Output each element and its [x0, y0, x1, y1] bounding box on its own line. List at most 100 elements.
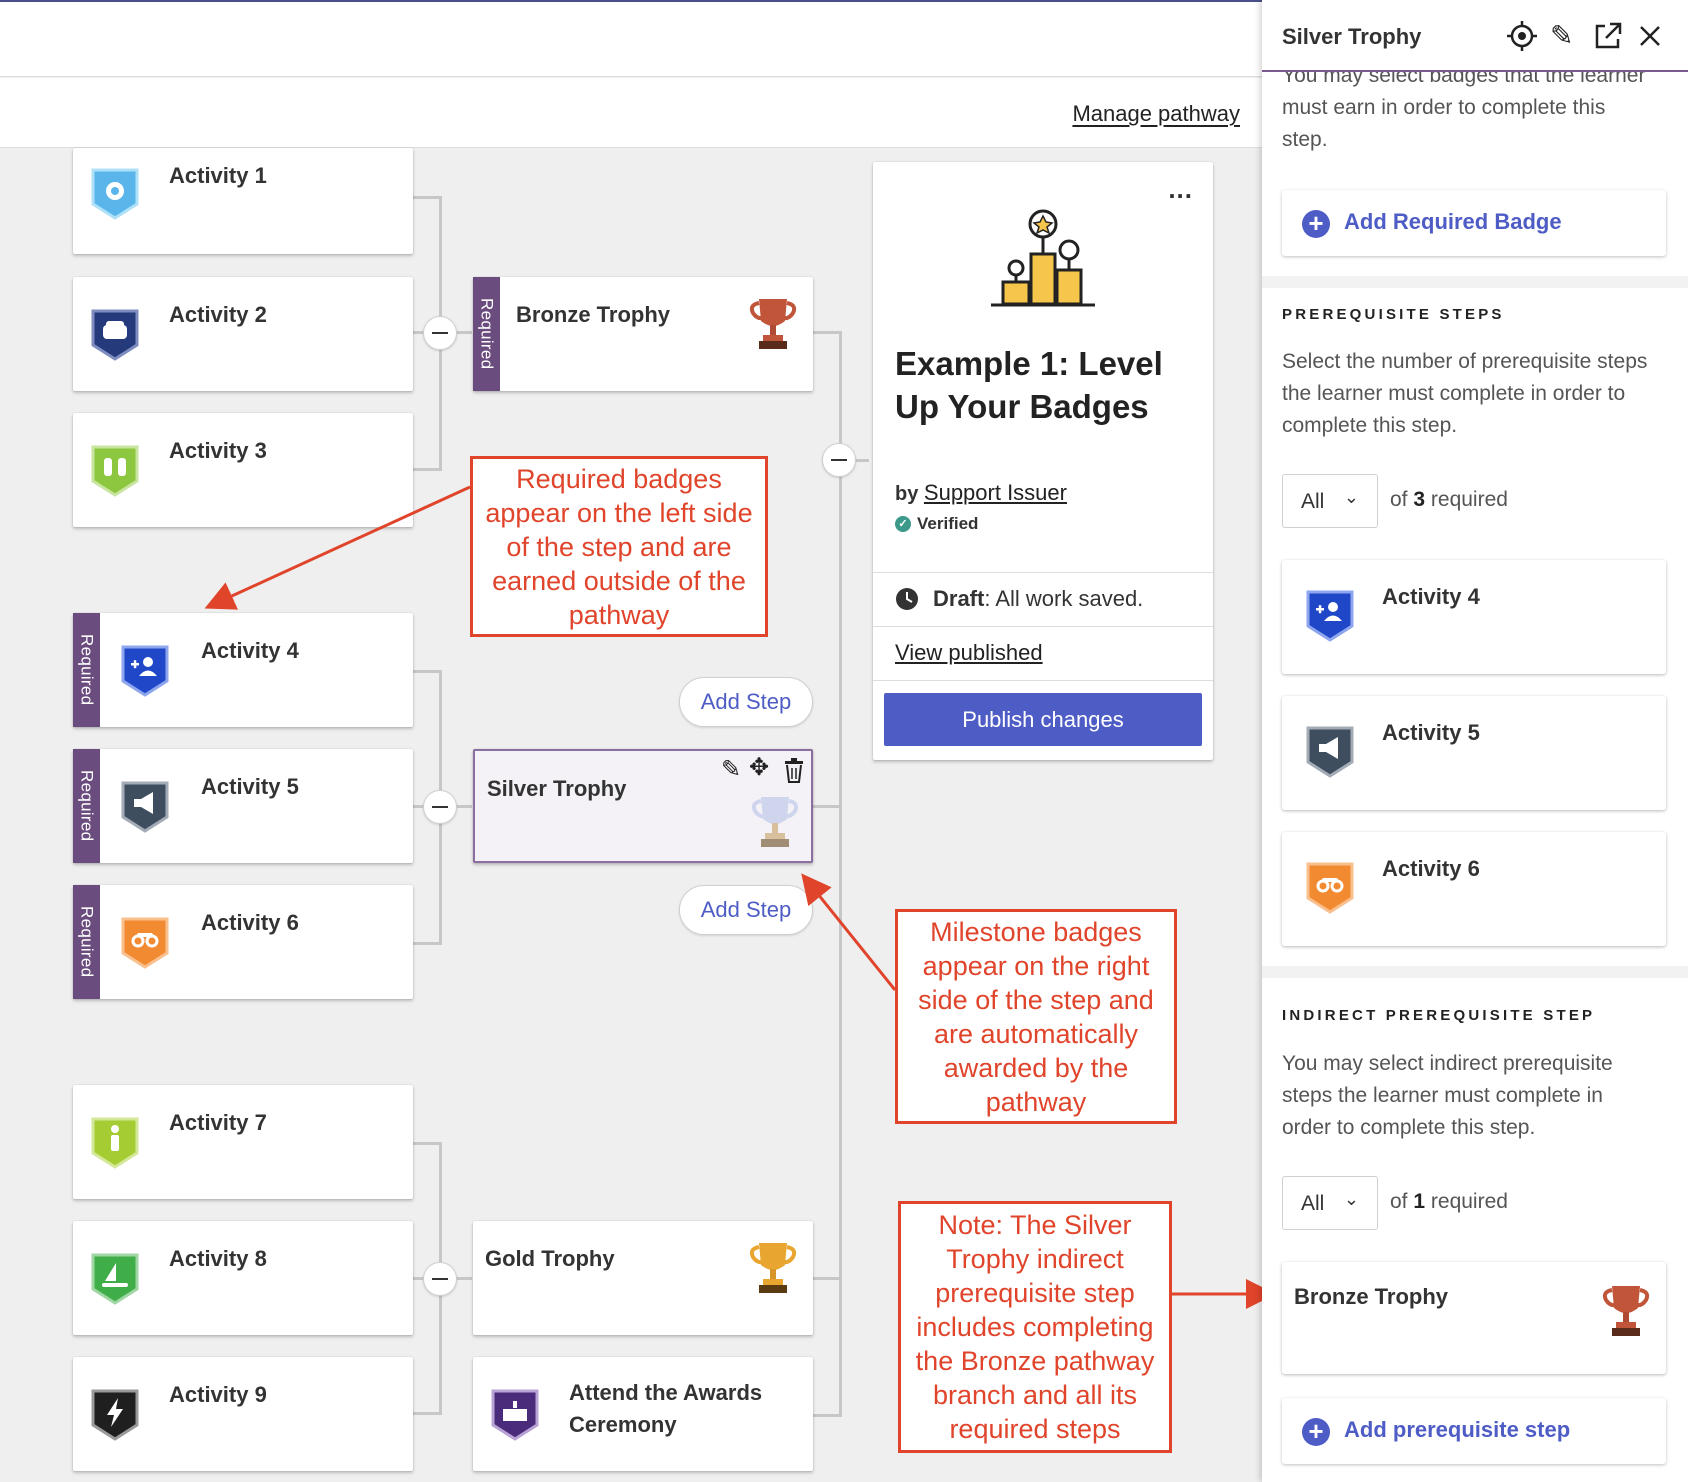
activity-title: Activity 1 [169, 163, 267, 188]
clock-icon [896, 588, 918, 610]
bronze-trophy-step[interactable]: Required Bronze Trophy [473, 277, 813, 391]
add-prerequisite-step-label: Add prerequisite step [1344, 1417, 1571, 1442]
manage-pathway-link[interactable]: Manage pathway [1072, 101, 1240, 126]
plus-circle-icon: + [1302, 1418, 1330, 1446]
bicycle-badge-icon [121, 917, 169, 969]
add-step-button[interactable]: Add Step [679, 677, 813, 727]
open-external-icon[interactable] [1592, 20, 1624, 52]
top-bar [0, 0, 1262, 77]
connector-line [812, 1277, 842, 1280]
edit-icon[interactable]: ✎ [1550, 20, 1574, 51]
user-add-badge-icon [1306, 590, 1354, 642]
activity-title: Activity 6 [201, 910, 299, 935]
indirect-card-bronze-trophy[interactable]: Bronze Trophy [1282, 1262, 1666, 1374]
prereq-title: Activity 6 [1382, 856, 1480, 881]
collapse-toggle-button[interactable] [423, 1262, 457, 1296]
step-detail-panel: Silver Trophy ✎ You may select badges th… [1262, 0, 1688, 1482]
connector-line [412, 468, 442, 471]
add-prerequisite-step-button[interactable]: + Add prerequisite step [1282, 1398, 1666, 1464]
draft-status-text: : All work saved. [984, 586, 1144, 611]
divider [873, 626, 1213, 627]
user-add-badge-icon [121, 645, 169, 697]
megaphone-badge-icon [1306, 726, 1354, 778]
panel-header: Silver Trophy ✎ [1262, 0, 1688, 72]
annotation-milestone-badges: Milestone badges appear on the right sid… [895, 909, 1177, 1124]
activity-card-7[interactable]: Activity 7 [73, 1085, 413, 1199]
cake-badge-icon [491, 1389, 539, 1441]
gold-trophy-step[interactable]: Gold Trophy [473, 1221, 813, 1335]
activity-card-8[interactable]: Activity 8 [73, 1221, 413, 1335]
edit-icon[interactable]: ✎ [721, 756, 742, 783]
connector-line [412, 1412, 442, 1415]
verified-label: Verified [917, 514, 979, 533]
collapse-toggle-button[interactable] [423, 316, 457, 350]
panel-title: Silver Trophy [1282, 24, 1422, 49]
chevron-down-icon: ⌄ [1343, 487, 1359, 507]
divider [873, 680, 1213, 681]
connector-line [839, 331, 842, 1416]
chevron-down-icon: ⌄ [1343, 1189, 1359, 1209]
section-separator [1262, 276, 1688, 288]
lightning-badge-icon [91, 1389, 139, 1441]
move-icon[interactable]: ✥ [749, 754, 770, 781]
activity-card-6[interactable]: Required Activity 6 [73, 885, 413, 999]
gear-badge-icon [91, 168, 139, 220]
prereq-card-activity-4[interactable]: Activity 4 [1282, 560, 1666, 674]
view-published-link[interactable]: View published [895, 640, 1043, 665]
podium-illustration [991, 209, 1095, 307]
car-badge-icon [91, 309, 139, 361]
required-tag: Required [73, 613, 100, 727]
prereq-card-activity-5[interactable]: Activity 5 [1282, 696, 1666, 810]
add-step-button[interactable]: Add Step [679, 885, 813, 935]
silver-trophy-step-selected[interactable]: Silver Trophy ✎ ✥ [473, 749, 813, 863]
required-badges-help-text: You may select badges that the learner m… [1282, 64, 1646, 151]
binoculars-badge-icon [91, 445, 139, 497]
more-options-icon[interactable]: ... [1168, 174, 1193, 204]
connector-line [812, 805, 842, 808]
prerequisite-help-text: Select the number of prerequisite steps … [1282, 350, 1648, 437]
person-badge-icon [91, 1117, 139, 1169]
activity-title: Activity 8 [169, 1246, 267, 1271]
draft-label: Draft [933, 586, 985, 611]
by-label: by [895, 483, 919, 505]
activity-card-4[interactable]: Required Activity 4 [73, 613, 413, 727]
bronze-trophy-icon [749, 299, 797, 349]
connector-line [412, 670, 442, 673]
prerequisite-count-select[interactable]: All ⌄ [1282, 474, 1378, 528]
select-value: All [1301, 1192, 1325, 1215]
locate-icon[interactable] [1506, 20, 1538, 52]
trash-icon[interactable] [783, 757, 805, 783]
activity-card-2[interactable]: Activity 2 [73, 277, 413, 391]
silver-trophy-icon [751, 797, 799, 847]
annotation-indirect-note: Note: The Silver Trophy indirect prerequ… [898, 1201, 1172, 1453]
publish-changes-button[interactable]: Publish changes [884, 693, 1202, 746]
activity-title: Activity 2 [169, 302, 267, 327]
add-required-badge-button[interactable]: + Add Required Badge [1282, 190, 1666, 256]
awards-ceremony-step[interactable]: Attend the Awards Ceremony [473, 1357, 813, 1471]
activity-title: Activity 9 [169, 1382, 267, 1407]
activity-title: Activity 4 [201, 638, 299, 663]
connector-line [812, 1414, 842, 1417]
sub-header-bar: Manage pathway [0, 78, 1262, 148]
activity-card-1[interactable]: Activity 1 [73, 148, 413, 254]
activity-title: Activity 5 [201, 774, 299, 799]
prereq-title: Activity 4 [1382, 584, 1480, 609]
activity-card-5[interactable]: Required Activity 5 [73, 749, 413, 863]
indirect-count-select[interactable]: All ⌄ [1282, 1176, 1378, 1230]
connector-line [412, 1142, 442, 1145]
annotation-required-badges: Required badges appear on the left side … [470, 456, 768, 637]
step-title: Attend the Awards Ceremony [569, 1380, 763, 1437]
indirect-prerequisite-heading: INDIRECT PREREQUISITE STEP [1282, 1007, 1596, 1024]
activity-title: Activity 3 [169, 438, 267, 463]
megaphone-badge-icon [121, 781, 169, 833]
activity-card-9[interactable]: Activity 9 [73, 1357, 413, 1471]
indirect-help-text: You may select indirect prerequisite ste… [1282, 1052, 1613, 1139]
close-icon[interactable] [1634, 20, 1666, 52]
prereq-card-activity-6[interactable]: Activity 6 [1282, 832, 1666, 946]
activity-title: Activity 7 [169, 1110, 267, 1135]
activity-card-3[interactable]: Activity 3 [73, 413, 413, 527]
collapse-toggle-button[interactable] [423, 790, 457, 824]
step-title: Bronze Trophy [516, 302, 671, 327]
collapse-toggle-button[interactable] [822, 443, 856, 477]
issuer-link[interactable]: Support Issuer [923, 480, 1067, 505]
